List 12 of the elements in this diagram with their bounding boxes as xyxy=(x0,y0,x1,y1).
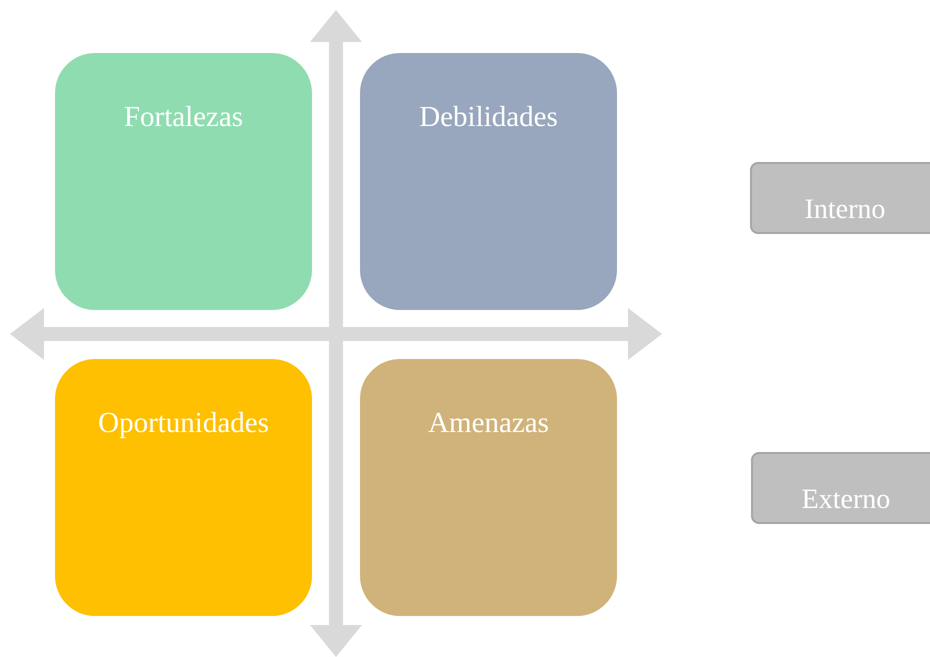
box-title: Externo xyxy=(800,484,892,516)
opportunities-box xyxy=(55,359,312,616)
box-title: Oportunidades xyxy=(97,407,270,440)
category-tab xyxy=(750,162,930,234)
category-tab xyxy=(751,452,930,524)
box-title: Interno xyxy=(804,194,886,226)
strengths-box xyxy=(55,53,312,310)
threats-box xyxy=(360,359,617,616)
weaknesses-box xyxy=(360,53,617,310)
box-title: Debilidades xyxy=(418,101,559,134)
box-title: Fortalezas xyxy=(122,101,244,134)
box-title: Amenazas xyxy=(427,407,550,440)
